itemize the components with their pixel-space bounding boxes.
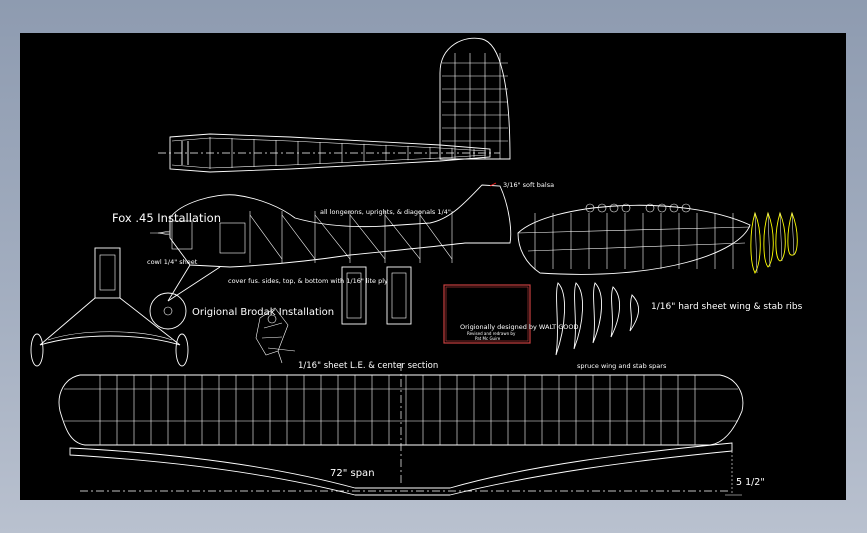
revised-by-note: Revised and redrawn by: [467, 331, 516, 336]
stab-rib-sections: [750, 211, 798, 274]
model-plan-drawing: Fox .45 Installation 3/16" soft balsa al…: [30, 37, 803, 496]
title-block: [443, 284, 531, 344]
front-view-gear: [30, 247, 189, 367]
ribs-note: 1/16" hard sheet wing & stab ribs: [651, 302, 803, 312]
cover-fuse-note: cover fus. sides, top, & bottom with 1/1…: [228, 277, 388, 285]
vertical-fin-side: [439, 37, 511, 160]
wing-front-view: [69, 442, 742, 496]
stabilizer-top-view: [517, 203, 751, 275]
soft-balsa-note: 3/16" soft balsa: [503, 181, 554, 189]
designer-credit: Origionally designed by WALT GOOD: [460, 323, 578, 331]
cowl-note: cowl 1/4" sheet: [147, 258, 198, 266]
fuselage-side-view: [150, 182, 512, 268]
sheet-le-note: 1/16" sheet L.E. & center section: [298, 361, 438, 371]
fuselage-top-view: [158, 133, 500, 173]
original-engine-installation-sketch: [255, 307, 296, 364]
redrawn-by-name: Pat Mc Guire: [475, 336, 501, 341]
wing-rib-profiles: [555, 282, 639, 356]
span-label: 72" span: [330, 468, 375, 479]
fuselage-formers: [341, 266, 412, 325]
spars-note: spruce wing and stab spars: [577, 362, 667, 370]
landing-gear-side: [149, 264, 221, 330]
engine-installation-label: Fox .45 Installation: [112, 211, 221, 225]
cad-viewport[interactable]: Fox .45 Installation 3/16" soft balsa al…: [20, 33, 846, 500]
dihedral-label: 5 1/2": [736, 477, 765, 488]
longerons-note: all longerons, uprights, & diagonals 1/4…: [320, 208, 451, 216]
wing-top-view: [58, 363, 744, 483]
original-installation-label: Origional Brodak Installation: [192, 307, 334, 318]
